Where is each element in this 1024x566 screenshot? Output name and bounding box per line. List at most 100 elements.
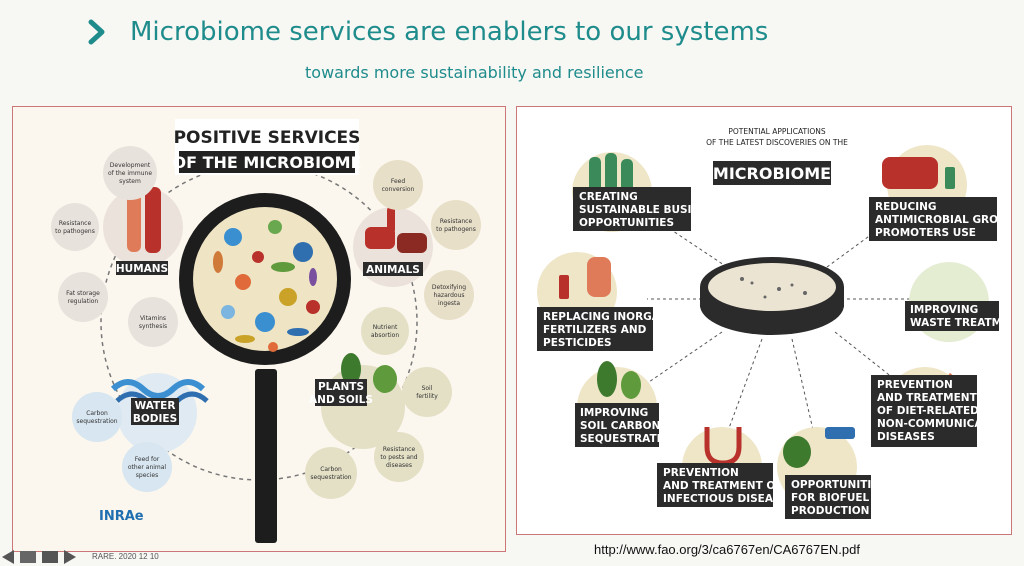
bubble-carbon-water: Carbon sequestration [72, 392, 122, 442]
water-label-bg [131, 398, 179, 425]
bubble-feed-conversion: Feed conversion [373, 160, 423, 210]
next-arrow-icon[interactable] [64, 550, 76, 564]
fertilizers-label-line-1: REPLACING INORGANIC [543, 311, 681, 323]
bubble-carbon-plants: Carbon sequestration [305, 447, 357, 499]
svg-text:of the immune: of the immune [108, 170, 152, 177]
diet-label-line-1: PREVENTION [877, 379, 953, 391]
antimicrobial-label-line-2: ANTIMICROBIAL GROWTH [875, 214, 1011, 226]
leaf-icon [783, 436, 811, 468]
svg-text:Fat storage: Fat storage [66, 290, 100, 297]
positive-services-diagram: POSITIVE SERVICES OF THE MICROBIOME [51, 119, 481, 543]
source-url: http://www.fao.org/3/ca6767en/CA6767EN.p… [594, 542, 860, 557]
business-label-line-2: SUSTAINABLE BUSINESS [579, 204, 722, 216]
antimicrobial-label-bg [869, 197, 997, 241]
inrae-logo: INRAe [99, 509, 144, 524]
svg-text:Soil: Soil [422, 385, 433, 392]
diet-label-line-5: DISEASES [877, 431, 935, 443]
humans-label-bg [116, 261, 168, 275]
svg-text:Resistance: Resistance [383, 446, 416, 453]
humans-circle [103, 187, 183, 267]
farmer-icon [587, 257, 611, 297]
fertilizers-label-bg [537, 307, 653, 351]
diet-label-bg [871, 375, 977, 447]
slide-title: Microbiome services are enablers to our … [130, 17, 769, 47]
svg-text:to pests and: to pests and [380, 454, 417, 461]
business-label-line-1: CREATING [579, 191, 638, 203]
plant-icon [621, 371, 641, 399]
svg-text:Development: Development [110, 162, 151, 169]
svg-text:Feed for: Feed for [135, 456, 160, 463]
bubble-soil-fertility: Soil fertility [402, 367, 452, 417]
human-figure-icon [127, 192, 141, 252]
pen-icon[interactable] [20, 551, 36, 563]
biofuel-label-line-2: FOR BIOFUEL [791, 492, 870, 504]
humans-label: HUMANS [116, 263, 168, 275]
plants-label-bg [315, 379, 367, 406]
infectious-label-bg [657, 463, 773, 507]
cow-icon [882, 157, 938, 189]
soil-carbon-label-line-1: IMPROVING [580, 407, 648, 419]
plant-icon [373, 365, 397, 393]
plant-icon [597, 361, 617, 397]
svg-text:sequestration: sequestration [310, 474, 351, 481]
bubble-immune: Development of the immune system [103, 146, 157, 200]
positive-services-infographic: POSITIVE SERVICES OF THE MICROBIOME [12, 106, 506, 552]
diet-label-line-4: NON-COMMUNICABLE [877, 418, 1004, 430]
applications-diagram: POTENTIAL APPLICATIONS OF THE LATEST DIS… [537, 127, 1011, 519]
svg-text:Vitamins: Vitamins [140, 315, 166, 322]
magnifier-handle [255, 369, 277, 543]
waste-label-bg [905, 301, 999, 331]
slide-subtitle: towards more sustainability and resilien… [305, 63, 644, 82]
svg-text:to pathogens: to pathogens [436, 226, 476, 233]
chevron-right-icon [88, 19, 105, 45]
menu-icon[interactable] [42, 551, 58, 563]
heading-line-1: POSITIVE SERVICES [174, 128, 361, 148]
waste-label-line-1: IMPROVING [910, 304, 978, 316]
biofuel-label-line-1: OPPORTUNITIES [791, 479, 886, 491]
apps-heading-line-3: MICROBIOME [713, 164, 831, 183]
svg-text:Detoxifying: Detoxifying [432, 284, 466, 291]
prev-arrow-icon[interactable] [2, 550, 14, 564]
bottle-icon [945, 167, 955, 189]
svg-text:hazardous: hazardous [433, 292, 464, 299]
bubble-feed-other-animals: Feed for other animal species [122, 442, 172, 492]
svg-text:species: species [136, 472, 158, 479]
apps-heading-line-2: OF THE LATEST DISCOVERIES ON THE [706, 138, 848, 147]
bubble-resistance-pathogens-animals: Resistance to pathogens [431, 200, 481, 250]
svg-text:to pathogens: to pathogens [55, 228, 95, 235]
business-label-line-3: OPPORTUNITIES [579, 217, 674, 229]
svg-text:Resistance: Resistance [440, 218, 473, 225]
infectious-label-line-1: PREVENTION [663, 467, 739, 479]
svg-text:ingesta: ingesta [438, 300, 460, 307]
svg-text:Feed: Feed [391, 178, 406, 185]
bubble-fat-storage: Fat storage regulation [58, 272, 108, 322]
plants-label-line-1: PLANTS [318, 381, 364, 393]
bubble-vitamins: Vitamins synthesis [128, 297, 178, 347]
soil-carbon-label-line-2: SOIL CARBON [580, 420, 660, 432]
waste-label-line-2: WASTE TREATMENT [910, 317, 1011, 329]
diet-label-line-2: AND TREATMENT [877, 392, 978, 404]
antimicrobial-label-line-3: PROMOTERS USE [875, 227, 976, 239]
plants-label-line-2: AND SOILS [309, 394, 373, 406]
svg-text:Resistance: Resistance [59, 220, 92, 227]
microbes-illustration [213, 220, 320, 352]
potential-applications-infographic: POTENTIAL APPLICATIONS OF THE LATEST DIS… [516, 106, 1012, 535]
human-figure-icon [145, 187, 161, 253]
apps-heading-line-3-bg [713, 161, 831, 185]
water-label-line-2: BODIES [133, 413, 177, 425]
soil-carbon-label-line-3: SEQUESTRATION [580, 433, 678, 445]
apps-heading-line-1: POTENTIAL APPLICATIONS [728, 127, 826, 136]
svg-text:regulation: regulation [68, 298, 99, 305]
fuel-nozzle-icon [825, 427, 855, 439]
svg-text:system: system [119, 178, 141, 185]
infectious-label-line-3: INFECTIOUS DISEASES [663, 493, 795, 505]
soil-carbon-label-bg [575, 403, 659, 447]
heading-line-2-bg [179, 151, 355, 173]
waves-icon [110, 379, 206, 399]
bubble-nutrient: Nutrient absortion [361, 307, 409, 355]
svg-text:other animal: other animal [128, 464, 167, 471]
bubble-detoxifying: Detoxifying hazardous ingesta [424, 270, 474, 320]
cow-icon [397, 233, 427, 253]
biofuel-label-bg [785, 475, 871, 519]
antimicrobial-label-line-1: REDUCING [875, 201, 937, 213]
